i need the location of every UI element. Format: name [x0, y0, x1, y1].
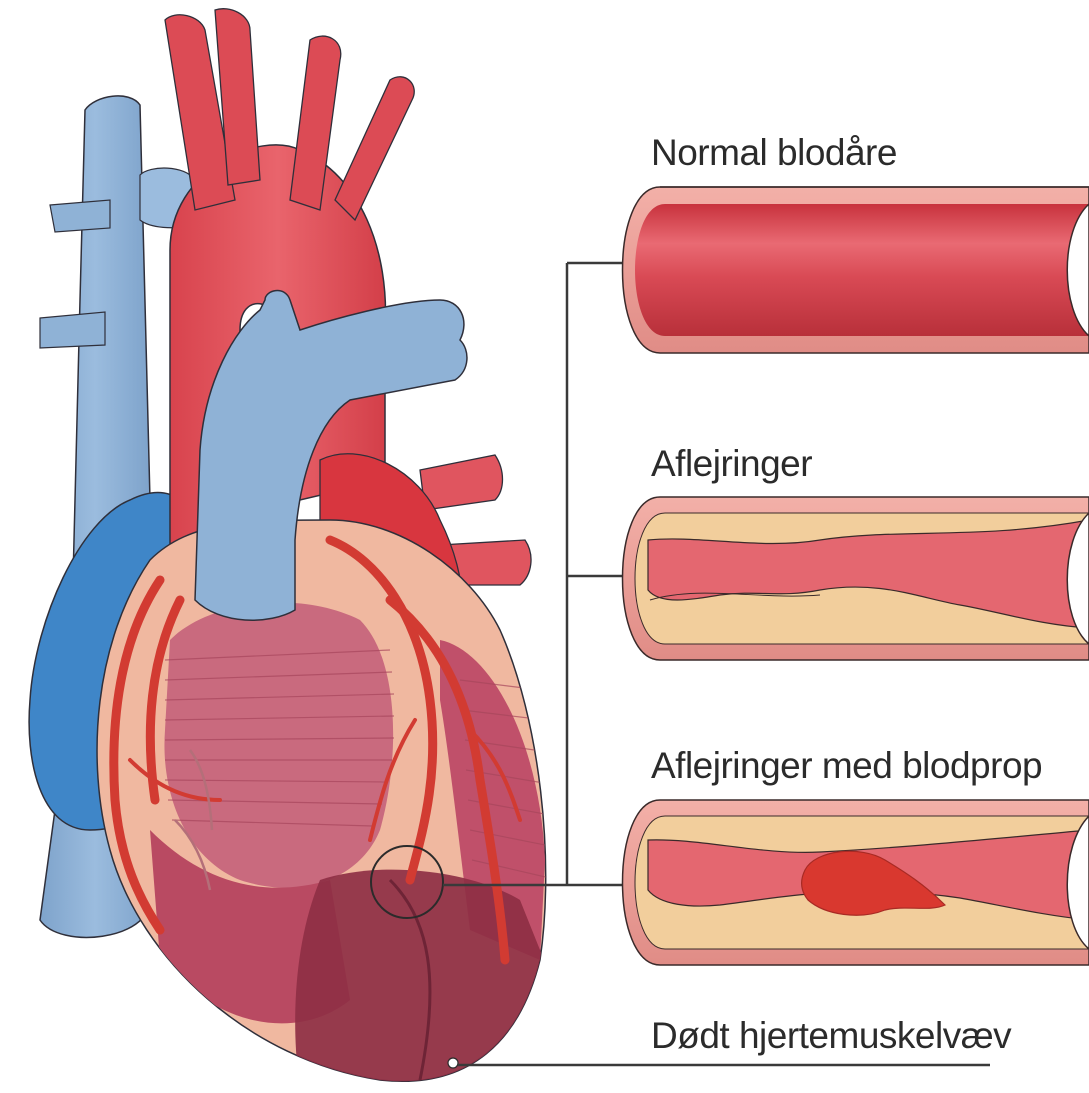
label-plaque: Aflejringer	[651, 443, 812, 484]
label-dead-tissue: Dødt hjertemuskelvæv	[651, 1015, 1012, 1056]
plaque-vessel	[623, 497, 1089, 660]
dead-tissue-marker	[448, 1058, 458, 1068]
label-normal-vessel: Normal blodåre	[651, 132, 897, 173]
heart-illustration	[29, 9, 560, 1090]
dead-tissue-region	[295, 870, 560, 1090]
label-plaque-clot: Aflejringer med blodprop	[651, 745, 1042, 786]
normal-vessel	[623, 187, 1089, 353]
clot-vessel	[623, 800, 1089, 965]
